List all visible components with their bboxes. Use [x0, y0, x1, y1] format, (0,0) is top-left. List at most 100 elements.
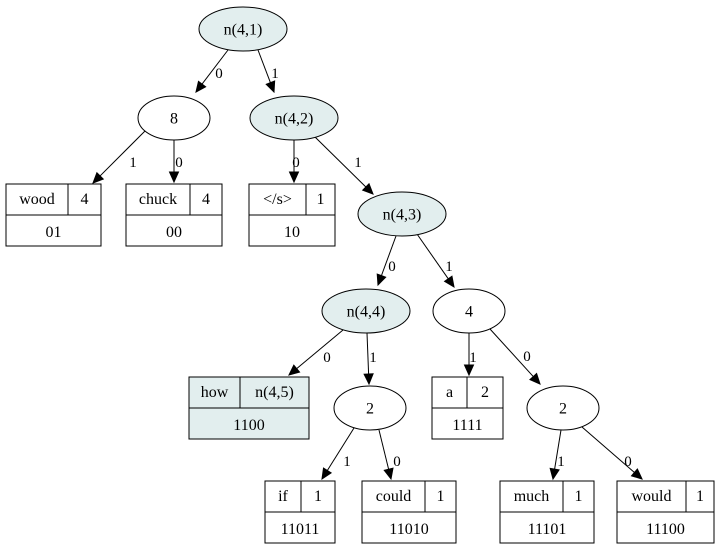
- edge-n43-n4: 1: [416, 233, 455, 288]
- leaf-code: 11010: [389, 521, 428, 538]
- leaf-word: chuck: [139, 191, 177, 208]
- edge-label: 0: [624, 454, 632, 470]
- edge-n4-a: 1: [463, 333, 477, 377]
- leaf-word: would: [632, 488, 672, 505]
- leaf-code: 01: [46, 224, 62, 241]
- edge-label: 0: [323, 350, 331, 366]
- nodes-layer: n(4,1) 8 n(4,2) n(4,3) n(4,4) 4 2 2: [137, 6, 600, 431]
- node-label: n(4,4): [347, 304, 386, 321]
- leaf-count: 4: [202, 191, 210, 208]
- edge-label: 1: [445, 259, 453, 275]
- edge-label: 1: [469, 350, 477, 366]
- edge-line: [416, 233, 449, 280]
- arrowhead: [383, 467, 394, 481]
- edge-line: [326, 427, 355, 471]
- edge-line: [201, 49, 229, 85]
- edge-line: [99, 130, 146, 177]
- leaf-box-wood: wood 4 01: [5, 183, 102, 247]
- edge-label: 0: [393, 454, 401, 470]
- arrowhead: [363, 373, 374, 386]
- edge-n2a-could: 0: [378, 429, 401, 481]
- node-ellipse: [249, 95, 339, 141]
- edge-label: 1: [369, 350, 377, 366]
- leaf-word: much: [514, 488, 550, 505]
- edge-label: 0: [215, 66, 223, 82]
- arrowhead: [376, 273, 387, 287]
- edge-label: 0: [388, 259, 396, 275]
- leaf-box-if: if 1 11011: [264, 480, 336, 544]
- arrowhead: [361, 182, 374, 195]
- tree-node-n41: n(4,1): [198, 6, 288, 52]
- node-ellipse: [198, 6, 288, 52]
- tree-node-n4: 4: [432, 288, 506, 334]
- arrowhead: [288, 171, 300, 184]
- edge-line: [581, 426, 635, 473]
- edge-label: 1: [129, 155, 137, 171]
- leaf-code: 11011: [281, 521, 320, 538]
- node-label: n(4,1): [224, 22, 263, 39]
- leaf-count: 1: [314, 488, 322, 505]
- edge-n42-eos: 0: [288, 140, 300, 184]
- node-ellipse: [357, 191, 447, 237]
- edge-n8-wood: 1: [92, 130, 146, 184]
- edge-line: [380, 235, 397, 276]
- arrowhead: [92, 171, 105, 184]
- tree-node-n42: n(4,2): [249, 95, 339, 141]
- leaf-box-eos: </s>110: [248, 183, 336, 247]
- leaf-count: 2: [481, 384, 489, 401]
- edge-n44-how: 0: [288, 329, 344, 376]
- arrowhead: [168, 171, 180, 184]
- leaf-box-a: a 2 1111: [431, 376, 504, 440]
- edge-line: [296, 329, 344, 369]
- leaf-count: 1: [317, 191, 325, 208]
- node-ellipse: [333, 385, 407, 431]
- arrowhead: [630, 468, 643, 480]
- edge-label: 1: [343, 454, 351, 470]
- tree-node-n8: 8: [137, 95, 211, 141]
- leaf-code: 11101: [528, 521, 567, 538]
- node-ellipse: [432, 288, 506, 334]
- edge-n41-n42: 1: [257, 49, 279, 94]
- edge-line: [378, 429, 390, 470]
- node-label: n(4,2): [275, 111, 314, 128]
- leaf-code: 1111: [452, 417, 482, 434]
- edge-label: 0: [175, 155, 183, 171]
- edge-line: [257, 49, 271, 83]
- leaf-code: 11100: [646, 521, 685, 538]
- leaf-word: wood: [19, 191, 55, 208]
- tree-node-n2b: 2: [526, 385, 600, 431]
- arrowhead: [265, 80, 276, 94]
- leaf-count: 1: [696, 488, 704, 505]
- node-label: 4: [465, 304, 473, 321]
- arrowhead: [288, 364, 301, 376]
- leaf-code: 10: [284, 224, 300, 241]
- leaf-word: how: [201, 384, 229, 401]
- edge-label: 1: [354, 155, 362, 171]
- arrowhead: [195, 80, 207, 93]
- arrowhead: [529, 372, 541, 385]
- edge-n41-n8: 0: [195, 49, 229, 93]
- tree-node-n43: n(4,3): [357, 191, 447, 237]
- edge-label: 0: [523, 349, 531, 365]
- edge-line: [314, 136, 367, 188]
- edge-n8-chuck: 0: [168, 140, 183, 184]
- edge-n44-n2a: 1: [363, 332, 377, 386]
- node-ellipse: [321, 288, 411, 334]
- leaf-count: n(4,5): [255, 384, 294, 401]
- edge-n2a-if: 1: [321, 427, 355, 481]
- leaf-word: if: [278, 488, 288, 505]
- leaf-count: 4: [81, 191, 89, 208]
- arrowhead: [549, 467, 560, 481]
- leaf-code: 1100: [233, 417, 264, 434]
- leaf-word: a: [446, 384, 453, 401]
- tree-node-n44: n(4,4): [321, 288, 411, 334]
- arrowhead: [463, 364, 475, 377]
- leaf-box-would: would 1 11100: [616, 480, 715, 544]
- node-label: 8: [170, 111, 178, 128]
- node-ellipse: [137, 95, 211, 141]
- leaf-count: 1: [437, 488, 445, 505]
